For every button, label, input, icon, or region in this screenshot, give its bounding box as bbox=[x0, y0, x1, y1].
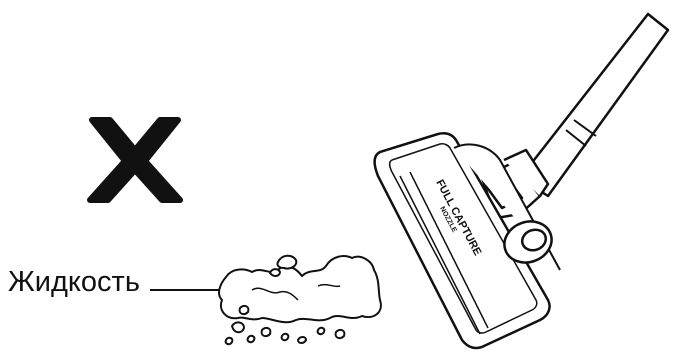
vacuum-wand bbox=[520, 14, 668, 196]
x-mark-icon bbox=[90, 120, 180, 200]
liquid-label: Жидкость bbox=[8, 268, 140, 297]
liquid-puddle bbox=[219, 256, 381, 344]
